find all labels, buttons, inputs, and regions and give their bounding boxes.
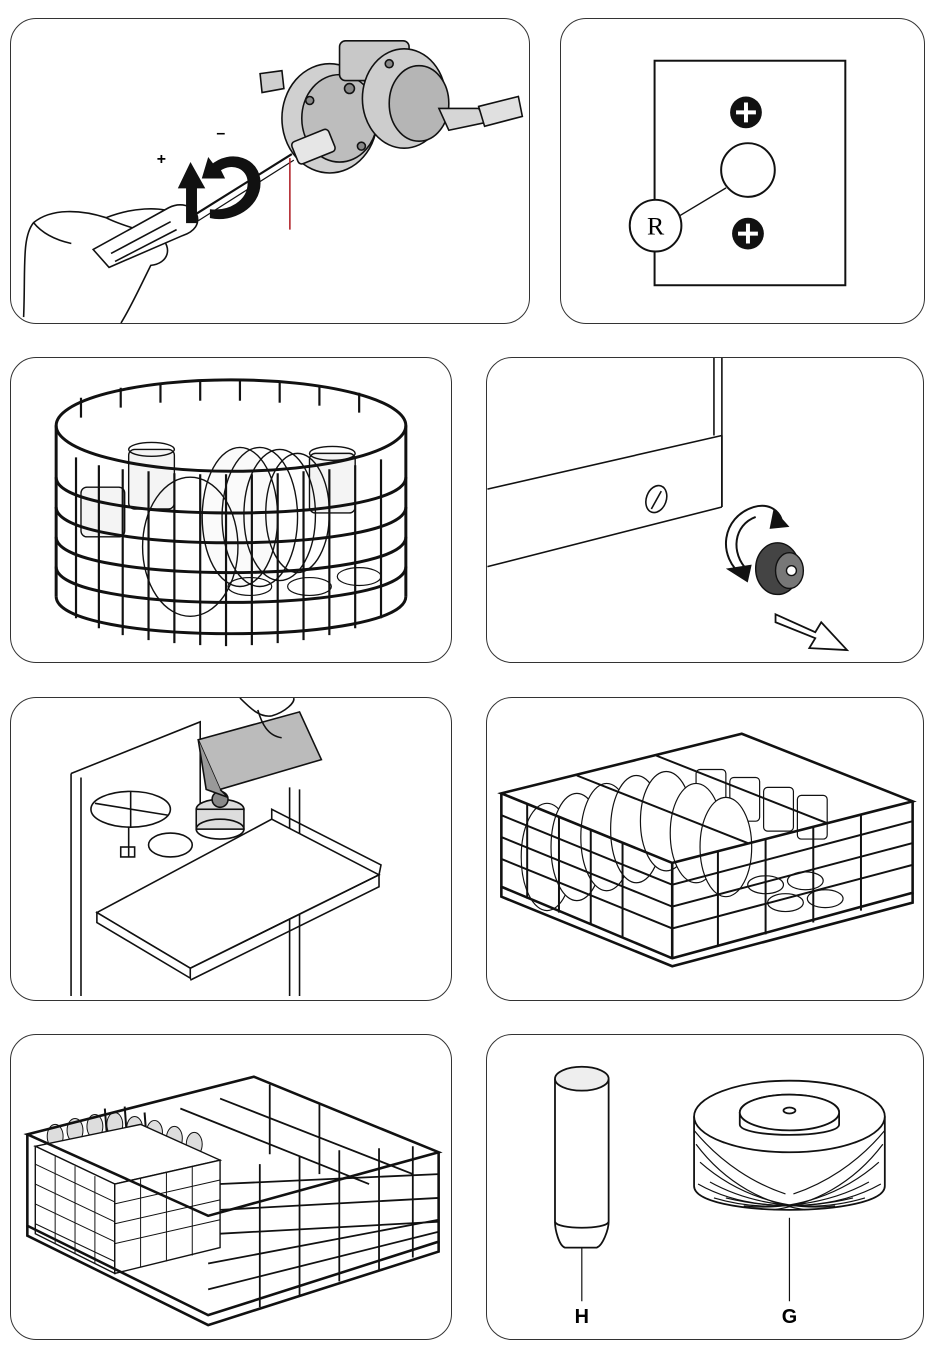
- label-h: H: [575, 1306, 589, 1328]
- part-h-cylinder: [555, 1067, 609, 1248]
- cutlery-basket-illustration: [11, 1035, 451, 1339]
- regulator-illustration: + –: [11, 19, 529, 323]
- plate-basket-illustration: [487, 698, 923, 1000]
- label-g: G: [782, 1306, 797, 1328]
- parts-illustration: H G: [487, 1035, 923, 1339]
- panel-parts-h-g: H G: [486, 1034, 924, 1340]
- part-g-drum: [694, 1081, 885, 1210]
- panel-cutlery-basket: [10, 1034, 452, 1340]
- plus-sign: +: [157, 151, 166, 168]
- panel-round-basket: [10, 357, 452, 663]
- r-label: R: [647, 212, 665, 241]
- r-plate-illustration: R: [561, 19, 924, 323]
- panel-sponge-cleaning: [10, 697, 452, 1001]
- filter-knob-illustration: [487, 358, 923, 662]
- panel-regulator-adjustment: + –: [10, 18, 530, 324]
- adjust-hole: [721, 143, 775, 197]
- minus-sign: –: [216, 125, 225, 142]
- sponge-cleaning-illustration: [11, 698, 451, 1000]
- round-basket-illustration: [11, 358, 451, 662]
- panel-plate-basket: [486, 697, 924, 1001]
- panel-filter-knob: [486, 357, 924, 663]
- panel-r-screw-plate: R: [560, 18, 925, 324]
